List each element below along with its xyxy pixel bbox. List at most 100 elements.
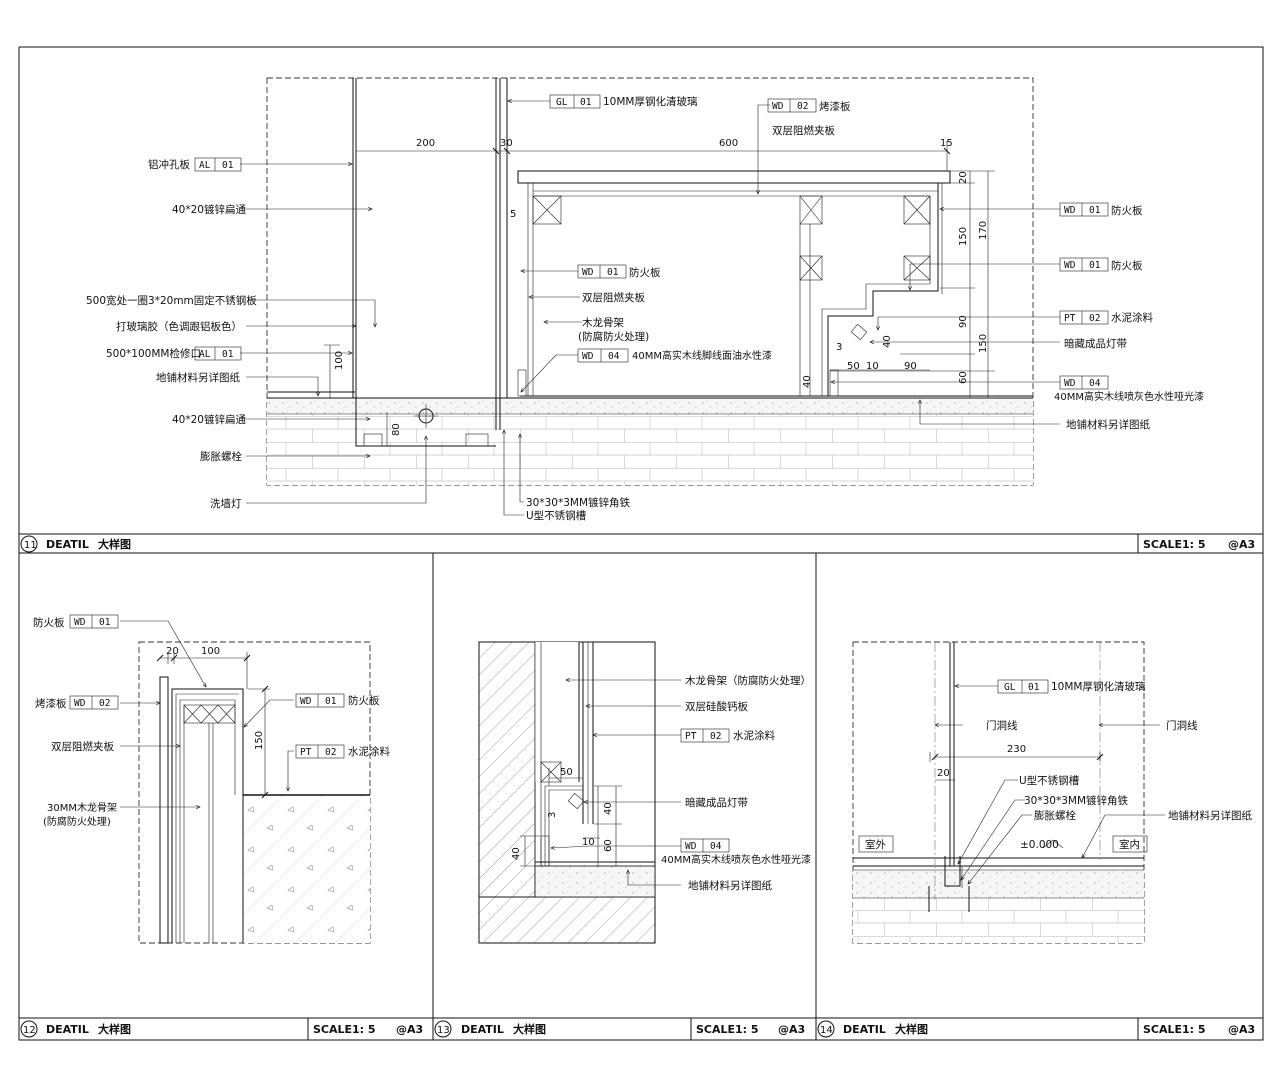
label-double-board: 双层阻燃夹板 — [582, 291, 645, 304]
label-frame-30: 30MM木龙骨架 — [47, 801, 117, 814]
svg-text:WD: WD — [1064, 260, 1076, 271]
svg-text:WD: WD — [300, 696, 312, 707]
dim-5: 5 — [510, 209, 516, 220]
svg-text:02: 02 — [99, 698, 110, 709]
svg-text:WD: WD — [74, 617, 86, 628]
detail-12-leaders — [120, 620, 294, 807]
dim-150: 150 — [978, 334, 989, 353]
dim-50: 50 — [847, 361, 860, 372]
dim-20: 20 — [937, 768, 950, 779]
tag-wd-01: WD 01 — [295, 693, 345, 708]
panel-scale: SCALE1: 5 — [1143, 538, 1206, 551]
svg-text:01: 01 — [580, 97, 592, 108]
dim-40: 40 — [802, 375, 813, 388]
tag-wd-01: WD 01 — [1059, 202, 1109, 217]
svg-text:01: 01 — [99, 617, 111, 628]
title-bar-12: 12 DEATIL 大样图 SCALE1: 5 @A3 — [20, 1018, 423, 1040]
label-ss-plate: 500宽处一圈3*20mm固定不锈钢板 — [86, 294, 257, 307]
tag-wd-01: WD 01 — [1059, 257, 1109, 272]
svg-text:04: 04 — [1089, 378, 1101, 389]
panel-title: 大样图 — [98, 1022, 131, 1036]
dim-40: 40 — [603, 802, 614, 815]
tag-wd-01: WD 01 — [577, 264, 627, 279]
label-double-board: 双层阻燃夹板 — [772, 124, 835, 137]
panel-name: DEATIL — [46, 538, 89, 551]
label-wall-washer: 洗墙灯 — [210, 497, 242, 510]
detail-11-dimensions: 200 30 600 15 20 170 150 90 150 60 40 40… — [334, 138, 989, 436]
label-access-hole: 500*100MM检修口 — [106, 347, 201, 360]
svg-text:01: 01 — [1089, 205, 1101, 216]
detail-14-leaders — [935, 686, 1165, 884]
svg-text:PT: PT — [685, 731, 697, 742]
title-bar-13: 13 DEATIL 大样图 SCALE1: 5 @A3 — [434, 1018, 805, 1040]
panel-number: 11 — [24, 540, 37, 551]
tag-gl-01: GL 01 — [549, 94, 601, 109]
svg-text:WD: WD — [685, 841, 697, 852]
dim-100: 100 — [334, 351, 345, 370]
label-floor-ref: 地铺材料另详图纸 — [1168, 809, 1252, 822]
panel-number: 14 — [820, 1025, 833, 1036]
svg-text:01: 01 — [222, 349, 234, 360]
tag-pt-02: PT 02 — [295, 744, 345, 759]
svg-text:WD: WD — [74, 698, 86, 709]
svg-text:02: 02 — [325, 747, 336, 758]
panel-sheet: @A3 — [1228, 1023, 1255, 1036]
label-skirting: 40MM高实木线脚线面油水性漆 — [632, 349, 772, 362]
label-indoor: 室内 — [1119, 838, 1140, 851]
label-glass-glue: 打玻璃胶（色调跟铝板色） — [116, 320, 242, 333]
dim-3: 3 — [547, 812, 558, 818]
title-bar-11: 11 DEATIL 大样图 SCALE1: 5 @A3 — [20, 534, 1255, 553]
panel-sheet: @A3 — [778, 1023, 805, 1036]
panel-scale: SCALE1: 5 — [1143, 1023, 1206, 1036]
panel-number: 12 — [23, 1025, 36, 1036]
dim-200: 200 — [416, 138, 435, 149]
outdoor-box — [858, 835, 894, 853]
svg-text:GL: GL — [1004, 682, 1016, 693]
panel-sheet: @A3 — [396, 1023, 423, 1036]
label-u-channel: U型不锈钢槽 — [1019, 774, 1080, 787]
panel-name: DEATIL — [461, 1023, 504, 1036]
detail-13-leaders — [551, 680, 681, 886]
svg-text:04: 04 — [608, 351, 620, 362]
dim-60: 60 — [958, 371, 969, 384]
svg-text:AL: AL — [199, 349, 211, 360]
dim-30: 30 — [500, 138, 513, 149]
dim-90: 90 — [958, 315, 969, 328]
sheet-border — [18, 46, 1264, 1041]
svg-text:04: 04 — [710, 841, 722, 852]
dim-40: 40 — [511, 847, 522, 860]
panel-title: 大样图 — [98, 537, 131, 551]
dim-170: 170 — [978, 221, 989, 240]
label-calcium-board: 双层硅酸钙板 — [685, 700, 748, 713]
tag-wd-04: WD 04 — [680, 838, 730, 853]
dim-600: 600 — [719, 138, 738, 149]
svg-text:WD: WD — [772, 101, 784, 112]
dim-3: 3 — [836, 342, 842, 353]
label-wood-frame: 木龙骨架 — [582, 316, 624, 329]
label-wood-frame: 木龙骨架（防腐防火处理） — [685, 674, 811, 687]
label-floor-ref: 地铺材料另详图纸 — [1066, 418, 1150, 431]
panel-scale: SCALE1: 5 — [696, 1023, 759, 1036]
svg-text:01: 01 — [1028, 682, 1040, 693]
label-fireproof: 防火板 — [1111, 204, 1143, 217]
label-glass-10mm: 10MM厚钢化清玻璃 — [603, 95, 697, 108]
svg-text:GL: GL — [556, 97, 568, 108]
label-level: ±0.000 — [1020, 839, 1059, 851]
panel-name: DEATIL — [46, 1023, 89, 1036]
panel-scale: SCALE1: 5 — [313, 1023, 376, 1036]
detail-13-drawing — [478, 641, 656, 944]
dim-50: 50 — [560, 767, 573, 778]
svg-text:01: 01 — [222, 160, 234, 171]
detail-11-leaders-right — [504, 101, 1060, 516]
label-exp-bolt: 膨胀螺栓 — [1034, 809, 1076, 822]
label-frame-note: (防腐防火处理) — [43, 815, 111, 828]
panel-title: 大样图 — [895, 1022, 928, 1036]
label-door-line: 门洞线 — [1166, 719, 1198, 732]
tag-al-01: AL 01 — [194, 346, 242, 361]
dim-10: 10 — [582, 837, 595, 848]
tag-pt-02: PT 02 — [680, 728, 730, 743]
panel-title: 大样图 — [513, 1022, 546, 1036]
dim-20: 20 — [166, 646, 179, 657]
panel-name: DEATIL — [843, 1023, 886, 1036]
